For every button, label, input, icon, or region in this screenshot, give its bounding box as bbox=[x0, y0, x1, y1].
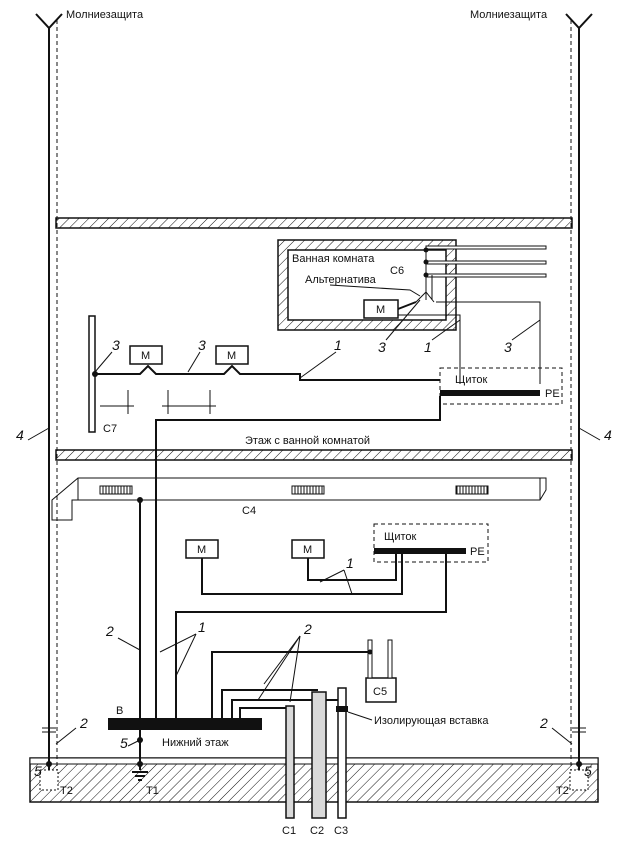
c6-pipes bbox=[415, 245, 547, 303]
t1-label: Т1 bbox=[146, 785, 159, 797]
right-lightning-conductor bbox=[565, 13, 593, 770]
c1-label: С1 bbox=[282, 825, 296, 837]
middle-slab bbox=[55, 449, 573, 461]
callout-4-right: 4 bbox=[604, 427, 612, 443]
upper-equipment-1-label: М bbox=[141, 350, 150, 362]
bath-floor-label: Этаж с ванной комнатой bbox=[245, 435, 370, 447]
upper-slab bbox=[55, 217, 573, 229]
callout-2-wall-left: 2 bbox=[79, 715, 88, 731]
callout-1-upper: 1 bbox=[334, 337, 342, 353]
c1-pipe bbox=[285, 705, 295, 819]
bathroom-label: Ванная комната bbox=[292, 253, 375, 265]
callout-5-center: 5 bbox=[120, 735, 128, 751]
c4-duct bbox=[51, 477, 547, 521]
lower-equipment-2-label: М bbox=[303, 544, 312, 556]
callout-3-bath: 3 bbox=[378, 339, 386, 355]
earth-electrode-t2-right bbox=[569, 727, 589, 791]
bottom-pe-bar bbox=[374, 548, 466, 554]
callout-1-riser: 1 bbox=[198, 619, 206, 635]
insulating-insert bbox=[336, 706, 348, 712]
c3-label: С3 bbox=[334, 825, 348, 837]
callout-3-right: 3 bbox=[504, 339, 512, 355]
t2-left-label: Т2 bbox=[60, 785, 73, 797]
top-panel-frame bbox=[439, 367, 563, 405]
callout-leaders bbox=[27, 299, 601, 747]
earth-electrode-t1 bbox=[132, 730, 148, 781]
lightning-label-right: Молниезащита bbox=[470, 9, 548, 21]
upper-equipment-1 bbox=[129, 345, 163, 365]
callout-3-c7: 3 bbox=[112, 337, 120, 353]
earth-electrode-t2-left bbox=[39, 727, 59, 791]
ground-floor-label: Нижний этаж bbox=[162, 737, 229, 749]
callout-1-lower: 1 bbox=[346, 555, 354, 571]
alternative-label: Альтернатива bbox=[305, 274, 377, 286]
top-panel-label: Щиток bbox=[455, 374, 487, 386]
c2-label: С2 bbox=[310, 825, 324, 837]
callout-2-wall-right: 2 bbox=[539, 715, 548, 731]
top-pe-bar bbox=[440, 390, 540, 396]
callout-2-left: 2 bbox=[105, 623, 114, 639]
lower-equipment-1-label: М bbox=[197, 544, 206, 556]
callout-2-center: 2 bbox=[303, 621, 312, 637]
bottom-panel-label: Щиток bbox=[384, 531, 416, 543]
c6-label: С6 bbox=[390, 265, 404, 277]
upper-equipment-2-label: М bbox=[227, 350, 236, 362]
callout-1-bath: 1 bbox=[424, 339, 432, 355]
main-bonding-bar bbox=[108, 718, 262, 730]
callout-5-left: 5 bbox=[34, 763, 42, 779]
insulating-label: Изолирующая вставка bbox=[374, 715, 489, 727]
bottom-pe-label: PE bbox=[470, 546, 485, 558]
c5-device bbox=[365, 639, 397, 703]
bottom-panel-frame bbox=[373, 523, 489, 563]
upper-floor-wiring bbox=[92, 364, 441, 426]
callout-5-right: 5 bbox=[584, 763, 592, 779]
c3-pipe bbox=[337, 687, 347, 819]
c2-pipe bbox=[311, 691, 327, 819]
top-pe-label: PE bbox=[545, 388, 560, 400]
lightning-label-left: Молниезащита bbox=[66, 9, 144, 21]
b-label: В bbox=[116, 705, 123, 717]
c4-label: С4 bbox=[242, 505, 256, 517]
left-lightning-conductor bbox=[35, 13, 63, 770]
upper-equipment-2 bbox=[215, 345, 249, 365]
callout-4-left: 4 bbox=[16, 427, 24, 443]
t2-right-label: Т2 bbox=[556, 785, 569, 797]
callout-3-mid: 3 bbox=[198, 337, 206, 353]
lower-floor-wiring bbox=[139, 426, 447, 718]
bath-equipment-label: М bbox=[376, 304, 385, 316]
c7-label: С7 bbox=[103, 423, 117, 435]
c5-label: С5 bbox=[373, 686, 387, 698]
